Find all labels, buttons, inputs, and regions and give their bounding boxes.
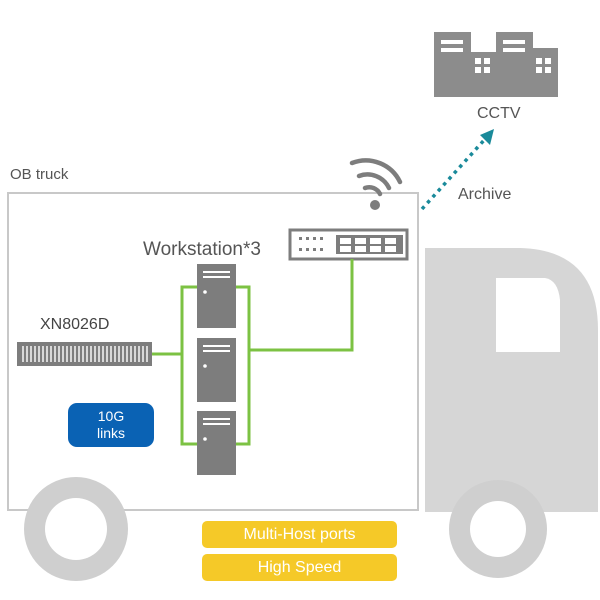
- archive-arrow: [420, 129, 494, 211]
- links-badge-line2: links: [96, 425, 125, 441]
- wifi-icon: [349, 158, 403, 210]
- workstation-label: Workstation*3: [143, 239, 261, 260]
- links-badge-line1: 10G: [97, 408, 125, 424]
- nas-icon: [17, 342, 152, 366]
- truck-wheel-rear: [24, 477, 128, 581]
- high-speed-badge: High Speed: [202, 554, 397, 581]
- server-icon: [197, 338, 236, 402]
- links-badge: 10G links: [68, 403, 154, 447]
- truck-cab: [425, 248, 598, 512]
- cctv-label: CCTV: [477, 105, 521, 122]
- multi-host-badge: Multi-Host ports: [202, 521, 397, 548]
- building-icon: [434, 32, 558, 97]
- network-links: [152, 259, 354, 446]
- server-icon: [197, 411, 236, 475]
- truck-wheel-front: [449, 480, 547, 578]
- archive-label: Archive: [458, 186, 512, 203]
- ob-truck-label: OB truck: [10, 166, 69, 183]
- nas-model-label: XN8026D: [40, 316, 110, 333]
- switch-icon: [288, 228, 409, 261]
- server-icon: [197, 264, 236, 328]
